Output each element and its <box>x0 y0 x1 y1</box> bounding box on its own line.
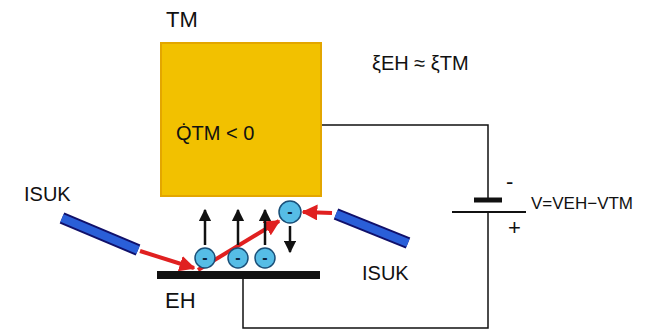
label-holder: + <box>508 216 521 240</box>
voltage-label: V=VEH−VTM <box>531 195 633 214</box>
battery-plate <box>474 198 502 203</box>
electron-charge: - <box>202 249 207 267</box>
label-holder: V=VEH−VTM <box>531 195 633 214</box>
emitter-plate: EH <box>157 271 320 279</box>
electron <box>195 248 215 268</box>
target-box: TMQ̇TM < 0 <box>160 42 322 197</box>
electron-charge: - <box>287 203 292 221</box>
label-holder: ISUK <box>24 183 71 205</box>
node-heading: EH <box>165 289 196 313</box>
emission-arrow <box>237 210 240 245</box>
laser-beam <box>303 212 332 213</box>
equilibrium-note: ξEH ≈ ξTM <box>372 52 469 74</box>
laser-rod <box>336 214 408 243</box>
label-holder: ISUK <box>362 262 409 284</box>
polarity-sign: + <box>508 216 521 240</box>
electron-charge: - <box>235 249 240 267</box>
electron-charge: - <box>262 249 267 267</box>
label-holder: - <box>202 249 207 267</box>
label-holder: - <box>287 203 292 221</box>
label-holder: - <box>235 249 240 267</box>
label-holder: ξEH ≈ ξTM <box>372 52 469 74</box>
electron <box>228 248 248 268</box>
electron <box>255 248 275 268</box>
laser-rod <box>336 214 408 243</box>
laser-label: ISUK <box>362 262 409 284</box>
node-text: Q̇TM < 0 <box>176 122 254 144</box>
laser-beam <box>140 251 194 268</box>
node-heading: TM <box>166 8 198 32</box>
label-holder: - <box>506 170 513 194</box>
laser-rod <box>62 218 138 250</box>
emission-arrow <box>204 210 207 245</box>
electron <box>279 201 301 223</box>
label-holder: - <box>262 249 267 267</box>
polarity-sign: - <box>506 170 513 194</box>
laser-rod <box>62 218 138 250</box>
emission-arrow <box>289 226 292 252</box>
battery-plate <box>452 211 526 213</box>
laser-label: ISUK <box>24 183 71 205</box>
emission-arrow <box>264 210 267 245</box>
